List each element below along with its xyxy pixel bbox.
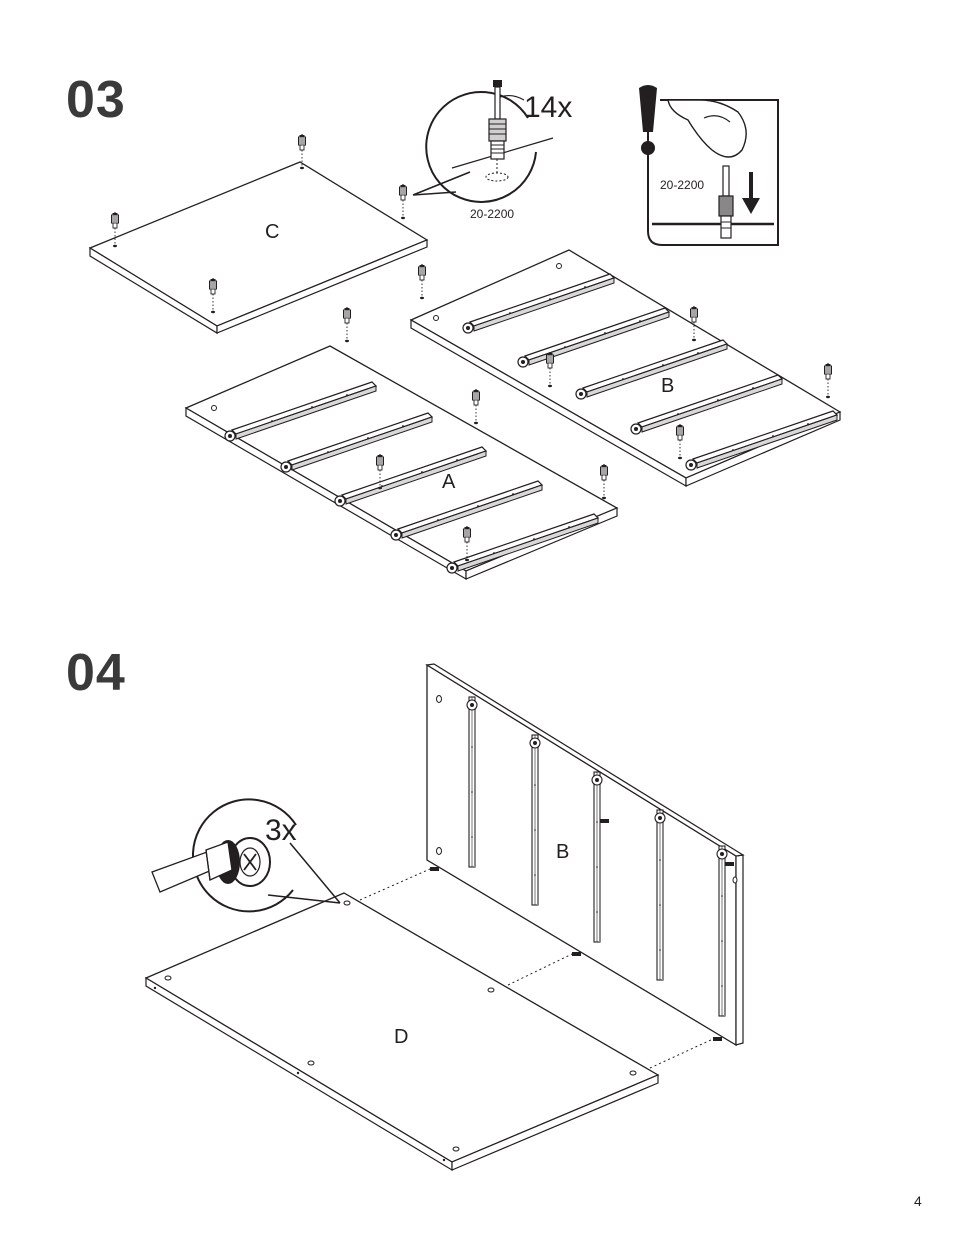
- dowel-pin: [400, 184, 407, 219]
- cam-lock-callout: 3x: [152, 799, 340, 911]
- dowel-pin: [419, 264, 426, 299]
- warning-inset: 20-2200: [639, 85, 778, 245]
- quantity-14x: 14x: [524, 91, 572, 124]
- panel-c: C: [90, 134, 427, 333]
- panel-a-label: A: [442, 471, 456, 493]
- dowel-pin: [473, 389, 480, 424]
- dowel-callout: 14x 20-2200: [413, 80, 572, 221]
- panel-d-label: D: [394, 1026, 408, 1048]
- panel-b-label: B: [661, 375, 674, 397]
- inset-part-code: 20-2200: [660, 178, 704, 192]
- quantity-3x: 3x: [265, 814, 297, 847]
- part-code-label: 20-2200: [470, 207, 514, 221]
- dowel-pin: [601, 464, 608, 499]
- dowel-pin: [825, 363, 832, 398]
- dowel-pin: [344, 307, 351, 342]
- panel-b-upright-label: B: [556, 841, 569, 863]
- panel-c-label: C: [265, 221, 279, 243]
